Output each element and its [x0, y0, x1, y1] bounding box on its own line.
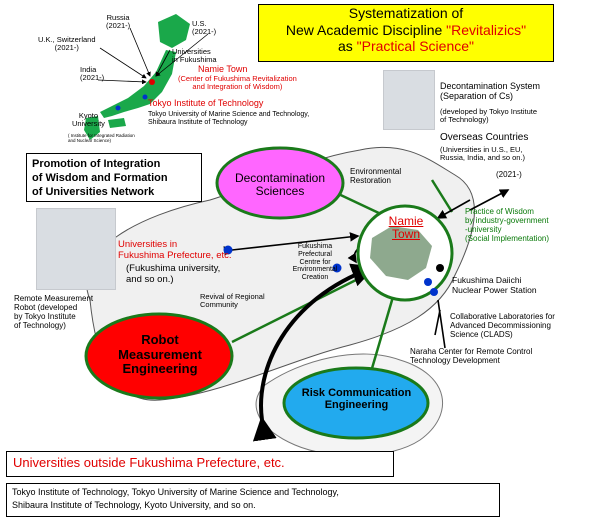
map-label-us: U.S.(2021-) — [192, 19, 217, 37]
map-label-tokyo-others: Tokyo University of Marine Science and T… — [148, 111, 310, 126]
outside-universities-label: Universities outside Fukushima Prefectur… — [13, 455, 285, 470]
promotion-box: Promotion of Integration of Wisdom and F… — [26, 153, 202, 202]
title-line3-quote: "Practical Science" — [356, 38, 474, 54]
wisdom-practice-label: Practice of Wisdom by industry-governmen… — [465, 207, 550, 243]
japan-map — [84, 14, 190, 140]
overseas-year: (2021-) — [496, 170, 522, 179]
naraha-label: Naraha Center for Remote Control Technol… — [410, 347, 533, 365]
remote-robot-label: Remote Measurement Robot (developed by T… — [14, 294, 94, 330]
robot-engineering-label: Robot Measurement Engineering — [118, 332, 202, 377]
map-dot-kyoto — [115, 105, 121, 111]
decontamination-ellipse — [215, 146, 345, 220]
decon-system-title: Decontamination System (Separation of Cs… — [440, 81, 541, 102]
title-box: Systematization of New Academic Discipli… — [258, 4, 554, 62]
decon-system-developer: (developed by Tokyo Institute of Technol… — [440, 107, 538, 125]
remote-robot-image — [36, 208, 116, 290]
map-label-russia: Russia(2021-) — [106, 13, 131, 31]
robot-ellipse — [84, 312, 234, 400]
namie-town-label: Namie Town — [388, 214, 424, 242]
dot-pref-centre — [332, 263, 342, 273]
fukushima-univ-label: (Fukushima university, and so on.) — [126, 263, 221, 285]
map-honshu — [100, 50, 176, 118]
outside-list-label: Tokyo Institute of Technology, Tokyo Uni… — [12, 487, 339, 510]
title-line2-quote: "Revitalizics" — [446, 21, 527, 38]
map-label-titech: Tokyo Institute of Technology — [148, 98, 264, 108]
map-label-india: India(2021-) — [80, 65, 105, 83]
map-arrows — [97, 27, 209, 85]
outside-list-box: Tokyo Institute of Technology, Tokyo Uni… — [6, 483, 500, 517]
title-line1: Systematization of — [348, 5, 464, 21]
map-label-universities-fukushima: Universities in Fukushima — [172, 47, 217, 65]
map-dot-tokyo — [142, 94, 148, 100]
outside-universities-box: Universities outside Fukushima Prefectur… — [6, 451, 394, 477]
map-dot-fukushima — [149, 79, 155, 85]
namie-dot-daiichi — [436, 264, 444, 272]
overseas-detail: (Universities in U.S., EU, Russia, India… — [440, 145, 526, 163]
map-label-namie-center: (Center of Fukushima Revitalization and … — [178, 74, 297, 92]
namie-dot-2 — [430, 288, 438, 296]
pref-centre-label: Fukushima Prefectural Centre for Environ… — [292, 243, 338, 282]
risk-ellipse — [282, 366, 430, 440]
daiichi-label: Fukushima Daiichi Nuclear Power Station — [452, 275, 537, 295]
environmental-restoration-label: Environmental Restoration — [350, 167, 402, 185]
universities-pref-label: Universities in Fukushima Prefecture, et… — [118, 239, 232, 261]
map-label-kyoto: Kyoto University — [72, 111, 105, 129]
black-arrows — [223, 189, 510, 349]
namie-dot-1 — [424, 278, 432, 286]
namie-map-shape — [370, 226, 432, 280]
clads-label: Collaborative Laboratories for Advanced … — [450, 312, 555, 339]
map-shikoku — [108, 118, 126, 128]
dot-universities-pref — [223, 245, 233, 255]
title-line2-prefix: New Academic Discipline — [285, 21, 447, 38]
map-label-kyoto-note: ( Institute for Integrated Radiation and… — [68, 133, 135, 144]
map-hokkaido — [158, 14, 190, 48]
promotion-text: Promotion of Integration of Wisdom and F… — [32, 158, 168, 198]
decontamination-system-image — [383, 70, 435, 130]
title-line3-prefix: as — [337, 38, 357, 54]
decontamination-sciences-label: Decontamination Sciences — [234, 171, 326, 199]
map-kyushu — [84, 116, 100, 140]
revival-label: Revival of Regional Community — [200, 292, 265, 310]
map-label-namie: Namie Town — [198, 64, 248, 74]
overseas-title: Overseas Countries — [440, 132, 529, 143]
big-curved-arrow — [252, 263, 376, 442]
risk-communication-label: Risk Communication Engineering — [301, 387, 412, 412]
map-label-uk: U.K., Switzerland(2021-) — [38, 35, 96, 53]
